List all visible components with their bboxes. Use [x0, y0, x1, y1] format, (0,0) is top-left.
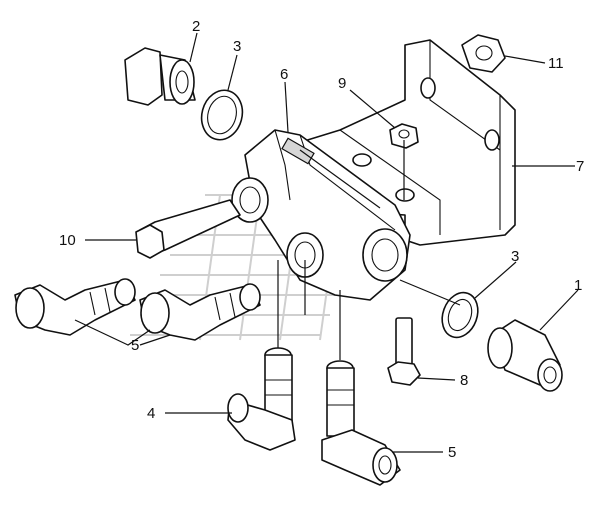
- bolt-part-9: [389, 123, 419, 149]
- valve-body-part-6: [231, 129, 411, 301]
- o-ring-part-3-right: [441, 291, 479, 339]
- fitting-part-1: [487, 319, 563, 392]
- o-ring-part-3-top: [200, 89, 244, 141]
- callout-11: 11: [548, 55, 564, 72]
- fitting-part-2: [124, 47, 196, 106]
- callout-10: 10: [59, 232, 76, 249]
- nut-part-11: [461, 34, 506, 73]
- bolt-part-8: [387, 317, 421, 386]
- elbow-part-5-a: [14, 278, 136, 336]
- callout-7: 7: [576, 158, 584, 175]
- elbow-part-5-c: [321, 360, 401, 486]
- callout-5-bottom: 5: [448, 444, 456, 461]
- callout-5-left: 5: [131, 337, 139, 354]
- elbow-part-5-b: [139, 283, 261, 341]
- callout-8: 8: [460, 372, 468, 389]
- callout-labels: 1 2 3 3 4 5 5 6 7 8 9 10 11: [59, 18, 584, 461]
- callout-1: 1: [574, 277, 582, 294]
- callout-9: 9: [338, 75, 346, 92]
- leader-lines: [74, 32, 579, 453]
- plug-part-10: [135, 199, 241, 259]
- callout-2: 2: [192, 18, 200, 35]
- callout-6: 6: [280, 66, 288, 83]
- callout-3-right: 3: [511, 248, 519, 265]
- callout-3-top: 3: [233, 38, 241, 55]
- callout-4: 4: [147, 405, 155, 422]
- elbow-part-4: [227, 347, 296, 451]
